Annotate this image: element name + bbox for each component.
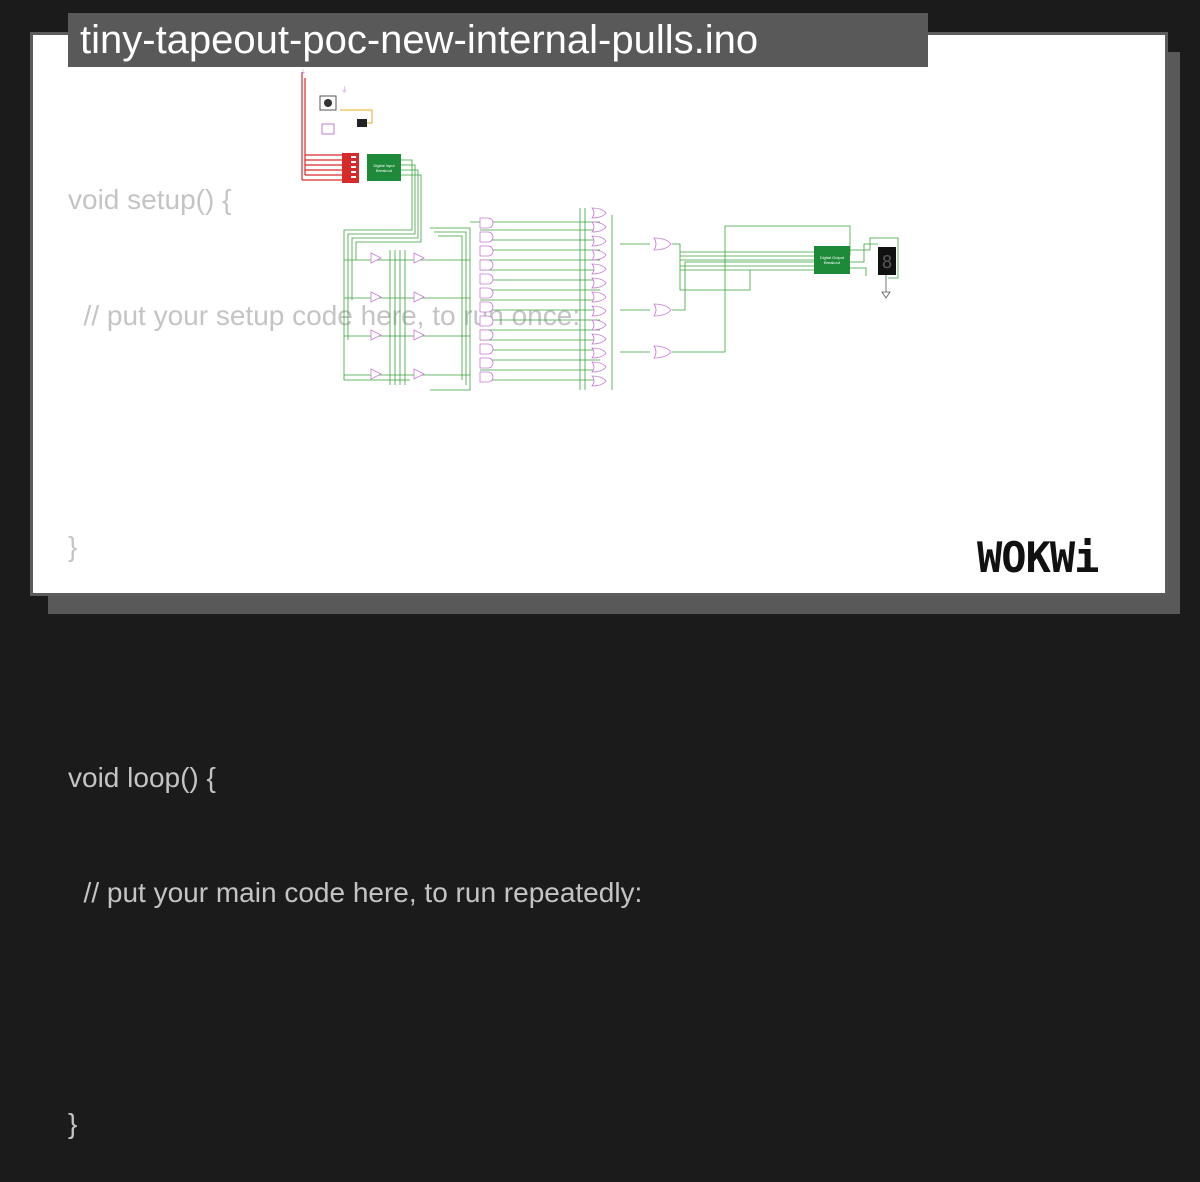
- wokwi-logo: WOKWi: [977, 533, 1099, 582]
- logic-wires: [343, 159, 899, 391]
- output-chip-label: Digital Output: [820, 255, 845, 260]
- ground-arrow-icon: [881, 291, 891, 299]
- or-gates-column: [591, 207, 607, 387]
- input-chip-label: Digital Input: [373, 163, 395, 168]
- output-breakout-chip[interactable]: [814, 246, 850, 274]
- output-or-gates: [653, 237, 672, 359]
- code-line: }: [68, 530, 78, 562]
- slide-switch[interactable]: [357, 119, 367, 127]
- output-chip-label: Breakout: [824, 260, 841, 265]
- dip-switch-levers: [351, 156, 356, 178]
- input-breakout-chip[interactable]: [367, 154, 401, 181]
- circuit-diagram: ⏚ ⏚ Digital Input Breakout: [300, 69, 899, 391]
- and-gates-column: [479, 217, 494, 383]
- dip-switch[interactable]: [342, 153, 359, 183]
- not-gates: [370, 252, 425, 380]
- input-chip-label: Breakout: [376, 168, 393, 173]
- code-line: void loop() {: [68, 761, 216, 793]
- code-line: }: [68, 1108, 78, 1139]
- seven-segment-display: [878, 247, 896, 275]
- code-line: void setup() {: [68, 184, 232, 215]
- power-wires: [301, 72, 345, 181]
- ground-symbol-icon: ⏚: [341, 86, 348, 94]
- code-line: // put your main code here, to run repea…: [68, 877, 643, 908]
- wokwi-logo-text: WOKWi: [977, 533, 1098, 582]
- code-line: [68, 990, 868, 1029]
- page-title: tiny-tapeout-poc-new-internal-pulls.ino: [68, 13, 928, 67]
- resistor: [321, 123, 335, 135]
- pushbutton-cap-icon: [324, 99, 332, 107]
- power-symbol-icon: ⏚: [300, 69, 306, 76]
- code-line: // put your setup code here, to run once…: [68, 299, 581, 331]
- code-line: [68, 412, 868, 451]
- code-line: [68, 643, 868, 682]
- seven-segment-digit: 8: [882, 252, 893, 273]
